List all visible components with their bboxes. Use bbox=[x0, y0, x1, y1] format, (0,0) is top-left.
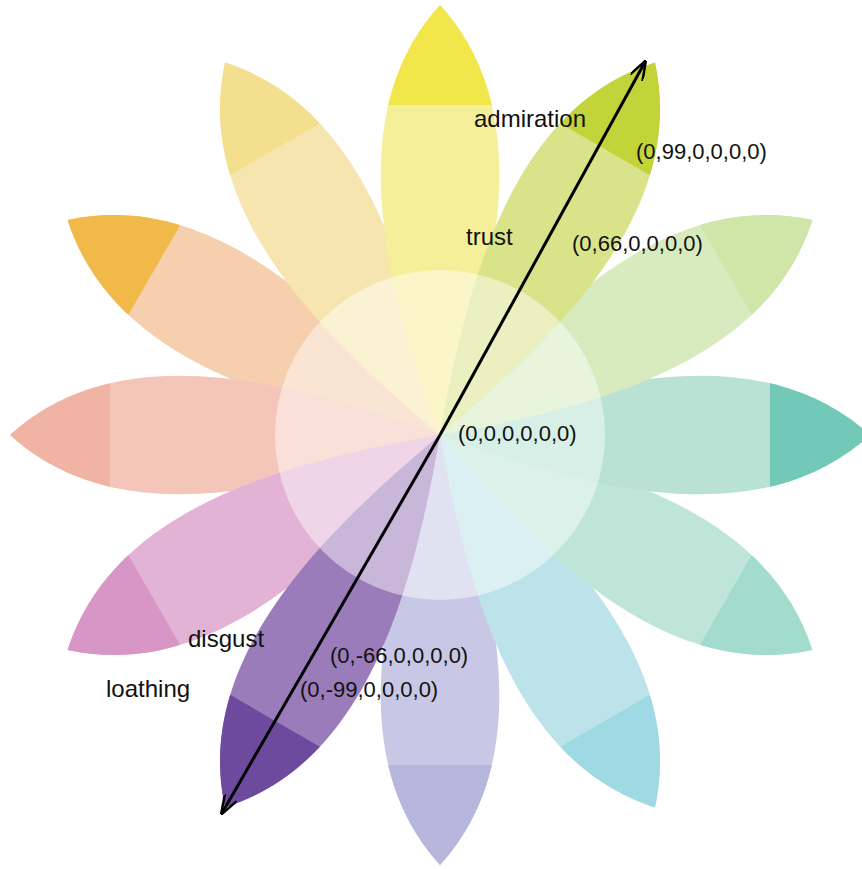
coordinate-label: (0,66,0,0,0,0) bbox=[572, 232, 703, 256]
coordinate-label: (0,-66,0,0,0,0) bbox=[330, 644, 468, 668]
coordinate-label: (0,0,0,0,0,0) bbox=[458, 422, 577, 446]
arrow-down bbox=[222, 435, 440, 813]
coordinate-label: (0,99,0,0,0,0) bbox=[636, 140, 767, 164]
emotion-label: admiration bbox=[474, 106, 586, 132]
emotion-label: trust bbox=[466, 224, 513, 250]
emotion-label: disgust bbox=[188, 626, 264, 652]
emotion-label: loathing bbox=[106, 676, 190, 702]
coordinate-label: (0,-99,0,0,0,0) bbox=[300, 678, 438, 702]
